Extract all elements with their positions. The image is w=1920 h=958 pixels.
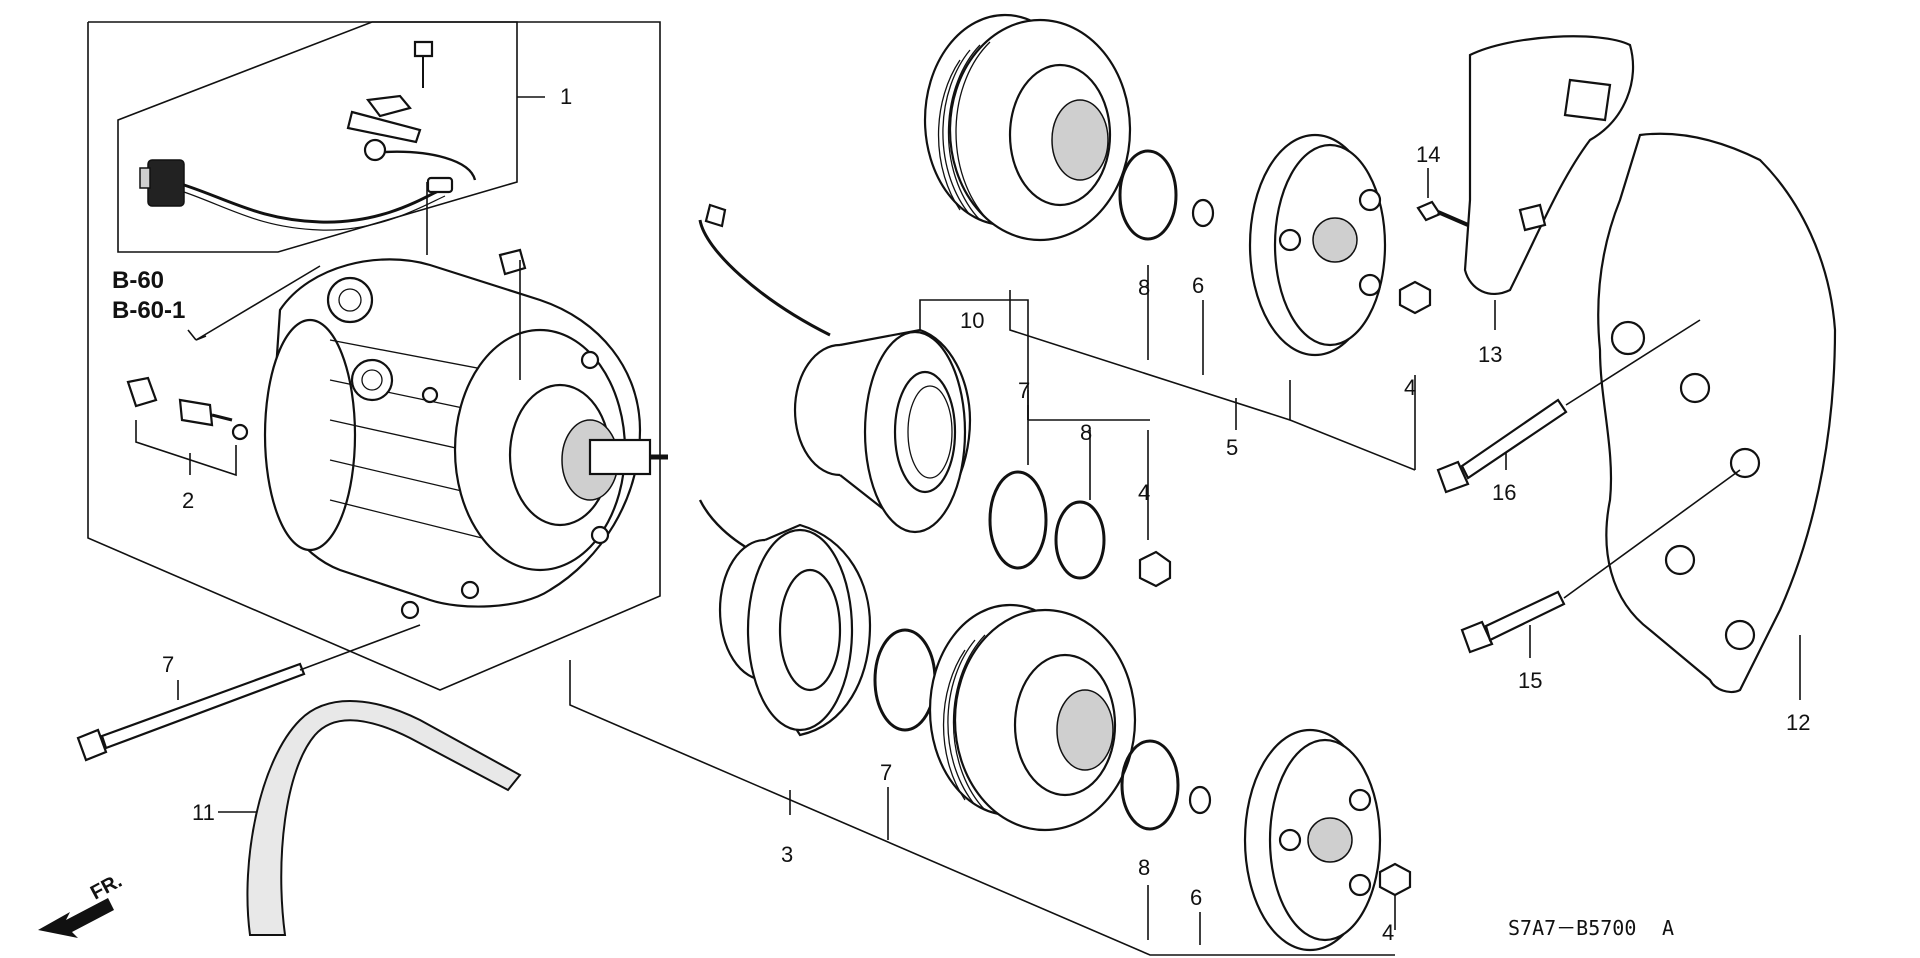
harness-bolt-icon bbox=[413, 40, 434, 58]
callout-15: 15 bbox=[1518, 668, 1542, 693]
bolt-16-group: 16 bbox=[1436, 319, 1701, 505]
nut-top bbox=[1398, 280, 1432, 315]
sensor-head bbox=[363, 138, 387, 162]
callout-2: 2 bbox=[182, 488, 194, 513]
front-direction-indicator: FR. bbox=[38, 870, 126, 938]
harness-connector bbox=[147, 159, 185, 207]
callout-4-bottom: 4 bbox=[1382, 920, 1394, 945]
pulley-top-group: 8 6 4 5 bbox=[923, 13, 1432, 471]
sensor-bracket bbox=[365, 94, 412, 118]
group-3-bracket bbox=[569, 660, 1395, 956]
nut-middle bbox=[1138, 550, 1172, 588]
callout-4-top: 4 bbox=[1404, 375, 1416, 400]
pulley-bottom-group: 8 6 4 bbox=[928, 603, 1412, 952]
port-discharge bbox=[350, 358, 394, 402]
callout-5: 5 bbox=[1226, 435, 1238, 460]
callout-8-middle: 8 bbox=[1080, 420, 1092, 445]
wire-harness-group: 1 bbox=[117, 21, 572, 255]
reference-group: B-60 B-60-1 bbox=[112, 265, 321, 341]
sensor-plate bbox=[346, 110, 422, 144]
callout-9: 11 bbox=[192, 800, 215, 825]
snap-rings-middle: 7 8 4 bbox=[988, 378, 1172, 588]
diagram-code-suffix: A bbox=[1662, 916, 1674, 940]
callout-10: 10 bbox=[960, 308, 984, 333]
reference-b60: B-60 bbox=[112, 267, 164, 294]
bolt-15-group: 15 bbox=[1460, 469, 1741, 693]
compressor-box-outline bbox=[87, 21, 661, 691]
bracket-11-group: 12 bbox=[1597, 132, 1837, 735]
bolt-shank-13 bbox=[100, 662, 306, 750]
compressor-bracket bbox=[1597, 132, 1837, 694]
port-suction bbox=[326, 276, 374, 324]
callout-3: 3 bbox=[781, 842, 793, 867]
harness-plug bbox=[426, 176, 454, 194]
long-bolt-group: 7 bbox=[76, 624, 421, 762]
nut-bottom bbox=[1378, 862, 1412, 897]
callout-16: 16 bbox=[1492, 480, 1516, 505]
harness-box-outline bbox=[117, 21, 518, 253]
reference-b60-1: B-60-1 bbox=[112, 297, 185, 324]
compressor-switch bbox=[498, 248, 527, 276]
bracket-12-group: 13 bbox=[1463, 35, 1635, 367]
callout-12: 13 bbox=[1478, 342, 1502, 367]
diagram-code: S7A7－B5700 bbox=[1508, 916, 1636, 940]
callout-1: 1 bbox=[560, 84, 572, 109]
harness-connector-tab bbox=[139, 167, 151, 189]
compressor-shaft bbox=[588, 438, 652, 476]
front-arrow-icon bbox=[38, 898, 114, 938]
clutch-coil-top: 10 bbox=[698, 203, 1150, 534]
callout-6-bottom: 6 bbox=[1190, 885, 1202, 910]
bolt-head-13 bbox=[76, 728, 108, 762]
drive-belt bbox=[246, 700, 522, 936]
snap-ring-lower: 7 bbox=[873, 628, 937, 840]
relief-valve-group: 2 bbox=[126, 376, 249, 513]
belt-group: 11 bbox=[192, 700, 522, 936]
callout-6-top: 6 bbox=[1192, 273, 1204, 298]
callout-8-top: 8 bbox=[1138, 275, 1150, 300]
direction-label: FR. bbox=[87, 870, 126, 905]
callout-11: 12 bbox=[1786, 710, 1810, 735]
callout-7-bottom: 7 bbox=[880, 760, 892, 785]
relief-valve-oring bbox=[231, 423, 249, 441]
callout-13: 7 bbox=[162, 652, 174, 677]
callout-14: 14 bbox=[1416, 142, 1440, 167]
clutch-coil-bottom bbox=[698, 499, 872, 737]
relief-valve-body bbox=[178, 398, 214, 427]
compressor-body bbox=[263, 248, 668, 620]
callout-4-middle: 4 bbox=[1138, 480, 1150, 505]
callout-8-bottom: 8 bbox=[1138, 855, 1150, 880]
bolt-14-group: 14 bbox=[1416, 142, 1469, 227]
callout-7-top: 7 bbox=[1018, 378, 1030, 403]
relief-valve-cap bbox=[126, 376, 158, 408]
